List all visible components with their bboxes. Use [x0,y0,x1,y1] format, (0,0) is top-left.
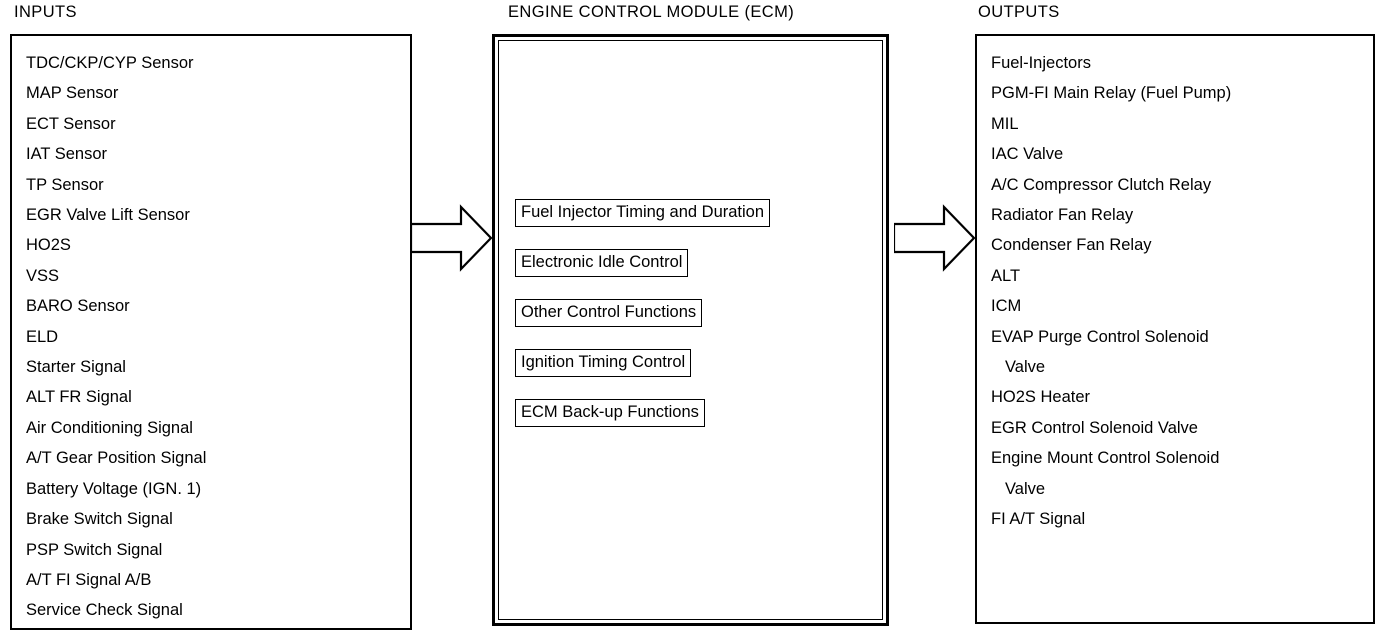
output-item-label-continuation: Valve [1005,358,1046,377]
ecm-function-box: Electronic Idle Control [515,249,689,277]
output-item: MIL [991,109,1367,139]
output-item-label: EGR Control Solenoid Valve [991,418,1198,437]
ecm-heading: ENGINE CONTROL MODULE (ECM) [508,3,795,21]
input-item: A/T Gear Position Signal [26,449,207,468]
ecm-function-row: Fuel Injector Timing and Duration [515,199,874,227]
input-item: Brake Switch Signal [26,510,173,529]
outputs-heading: OUTPUTS [978,3,1060,21]
ecm-function-row: Ignition Timing Control [515,349,874,377]
output-item: FI A/T Signal [991,504,1367,534]
output-item-label: ICM [991,297,1022,316]
output-item-label: ALT [991,266,1021,285]
output-item: ICM [991,291,1367,321]
input-item: PSP Switch Signal [26,540,163,559]
arrow-inputs-to-ecm-icon [411,204,493,272]
input-item: Starter Signal [26,358,126,377]
output-item: IAC Valve [991,139,1367,169]
input-item: VSS [26,266,60,285]
output-item-label: Radiator Fan Relay [991,206,1134,225]
output-item-label: A/C Compressor Clutch Relay [991,175,1212,194]
output-item-label: Engine Mount Control Solenoid [991,449,1220,468]
output-item: HO2S Heater [991,382,1367,412]
output-item-label: EVAP Purge Control Solenoid [991,327,1209,346]
output-item: Fuel-Injectors [991,48,1367,78]
input-item: ECT Sensor [26,114,116,133]
input-item: TP Sensor [26,175,104,194]
input-item: MAP Sensor [26,84,119,103]
input-item: IAT Sensor [26,145,108,164]
output-item-label: Condenser Fan Relay [991,236,1152,255]
ecm-function-row: Other Control Functions [515,299,874,327]
output-item-label: FI A/T Signal [991,510,1086,529]
output-item: Condenser Fan Relay [991,230,1367,260]
output-item: ALT [991,261,1367,291]
ecm-function-row: ECM Back-up Functions [515,399,874,427]
input-item: ALT FR Signal [26,388,132,407]
output-item-label: Fuel-Injectors [991,54,1091,72]
input-item: EGR Valve Lift Sensor [26,206,190,225]
output-item: EGR Control Solenoid Valve [991,413,1367,443]
output-item: PGM-FI Main Relay (Fuel Pump) [991,78,1367,108]
output-item-label: PGM-FI Main Relay (Fuel Pump) [991,84,1232,103]
output-item-label: IAC Valve [991,145,1064,164]
ecm-function-box: Fuel Injector Timing and Duration [515,199,771,227]
input-item: BARO Sensor [26,297,130,316]
output-item-label: HO2S Heater [991,388,1091,407]
output-item: A/C Compressor Clutch Relay [991,170,1367,200]
input-item: ELD [26,327,59,346]
ecm-function-box: Ignition Timing Control [515,349,692,377]
input-item: HO2S [26,236,71,255]
ecm-function-box: ECM Back-up Functions [515,399,705,427]
input-item: Service Check Signal [26,601,183,620]
input-item: A/T FI Signal A/B [26,570,152,589]
ecm-function-row: Electronic Idle Control [515,249,874,277]
arrow-ecm-to-outputs-icon [894,204,976,272]
output-item-label-continuation: Valve [1005,479,1046,498]
output-item-label: MIL [991,114,1019,133]
input-item: Battery Voltage (IGN. 1) [26,479,202,498]
input-item: TDC/CKP/CYP Sensor [26,54,194,72]
output-item: Radiator Fan Relay [991,200,1367,230]
inputs-heading: INPUTS [14,3,77,21]
input-item: Air Conditioning Signal [26,418,193,437]
ecm-function-box: Other Control Functions [515,299,703,327]
